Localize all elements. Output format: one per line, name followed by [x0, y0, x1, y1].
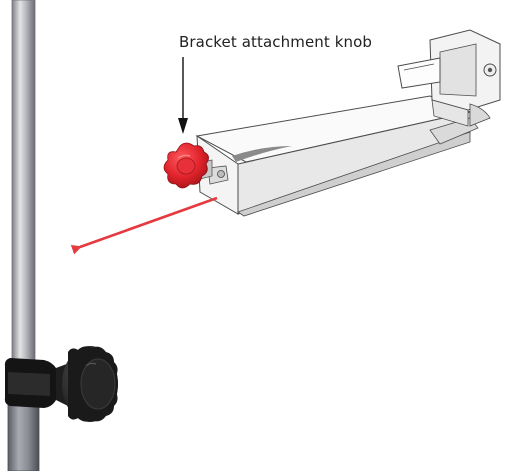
bracket-arm-icon: [195, 29, 501, 217]
red-star-knob-icon: [163, 142, 213, 189]
bracket-mount-head: [397, 29, 501, 127]
callout-pointer-arrow-icon: [178, 57, 188, 134]
red-direction-arrow-icon: [70, 196, 218, 255]
pole-clamp-icon: [4, 346, 118, 422]
vertical-pole-icon: [7, 0, 40, 472]
callout-label: Bracket attachment knob: [179, 33, 373, 51]
